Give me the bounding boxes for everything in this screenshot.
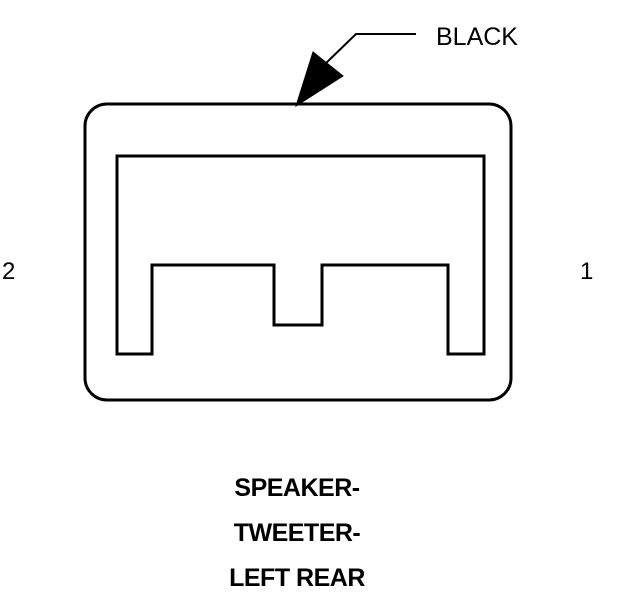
connector-title: SPEAKER- TWEETER- LEFT REAR — [0, 466, 594, 601]
title-line-2: TWEETER- — [233, 519, 361, 547]
pin-number-right: 1 — [580, 258, 593, 285]
title-line-3: LEFT REAR — [229, 564, 365, 592]
title-line-1: SPEAKER- — [234, 474, 360, 502]
color-leader-arrowhead — [295, 51, 344, 108]
connector-housing — [83, 102, 513, 402]
color-leader-line — [322, 33, 416, 67]
pin-number-left: 2 — [2, 258, 15, 285]
connector-cavity — [115, 154, 486, 356]
connector-color-label: BLACK — [436, 23, 518, 51]
